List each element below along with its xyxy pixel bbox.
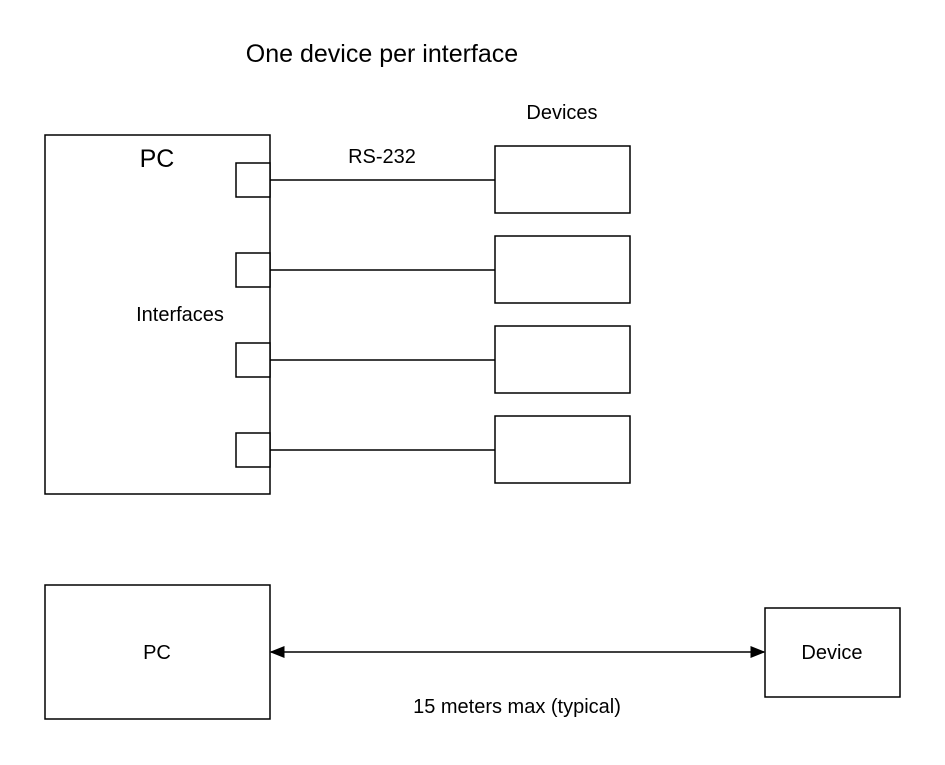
interface-port (235, 162, 271, 198)
cable-label: RS-232 (348, 146, 416, 168)
bottom-pc-box (44, 584, 271, 720)
cables: RS-232 (270, 146, 495, 451)
bottom-pc-label: PC (143, 642, 171, 664)
devices-label: Devices (526, 102, 597, 124)
devices-group: Devices (494, 102, 631, 484)
interface-port (235, 342, 271, 378)
interface-port (235, 432, 271, 468)
device-box (494, 145, 631, 214)
diagram-title: One device per interface (246, 40, 518, 68)
bottom-device-box (764, 607, 901, 698)
distance-label: 15 meters max (typical) (413, 696, 621, 718)
bottom-diagram: PC Device 15 meters max (typical) (44, 584, 901, 720)
device-box (494, 415, 631, 484)
pc-label: PC (140, 145, 175, 173)
interfaces-label: Interfaces (136, 304, 224, 326)
bottom-device-label: Device (801, 642, 862, 664)
pc-box (44, 134, 271, 495)
top-pc-group: PC Interfaces (44, 134, 271, 495)
device-box (494, 325, 631, 394)
interface-port (235, 252, 271, 288)
device-box (494, 235, 631, 304)
